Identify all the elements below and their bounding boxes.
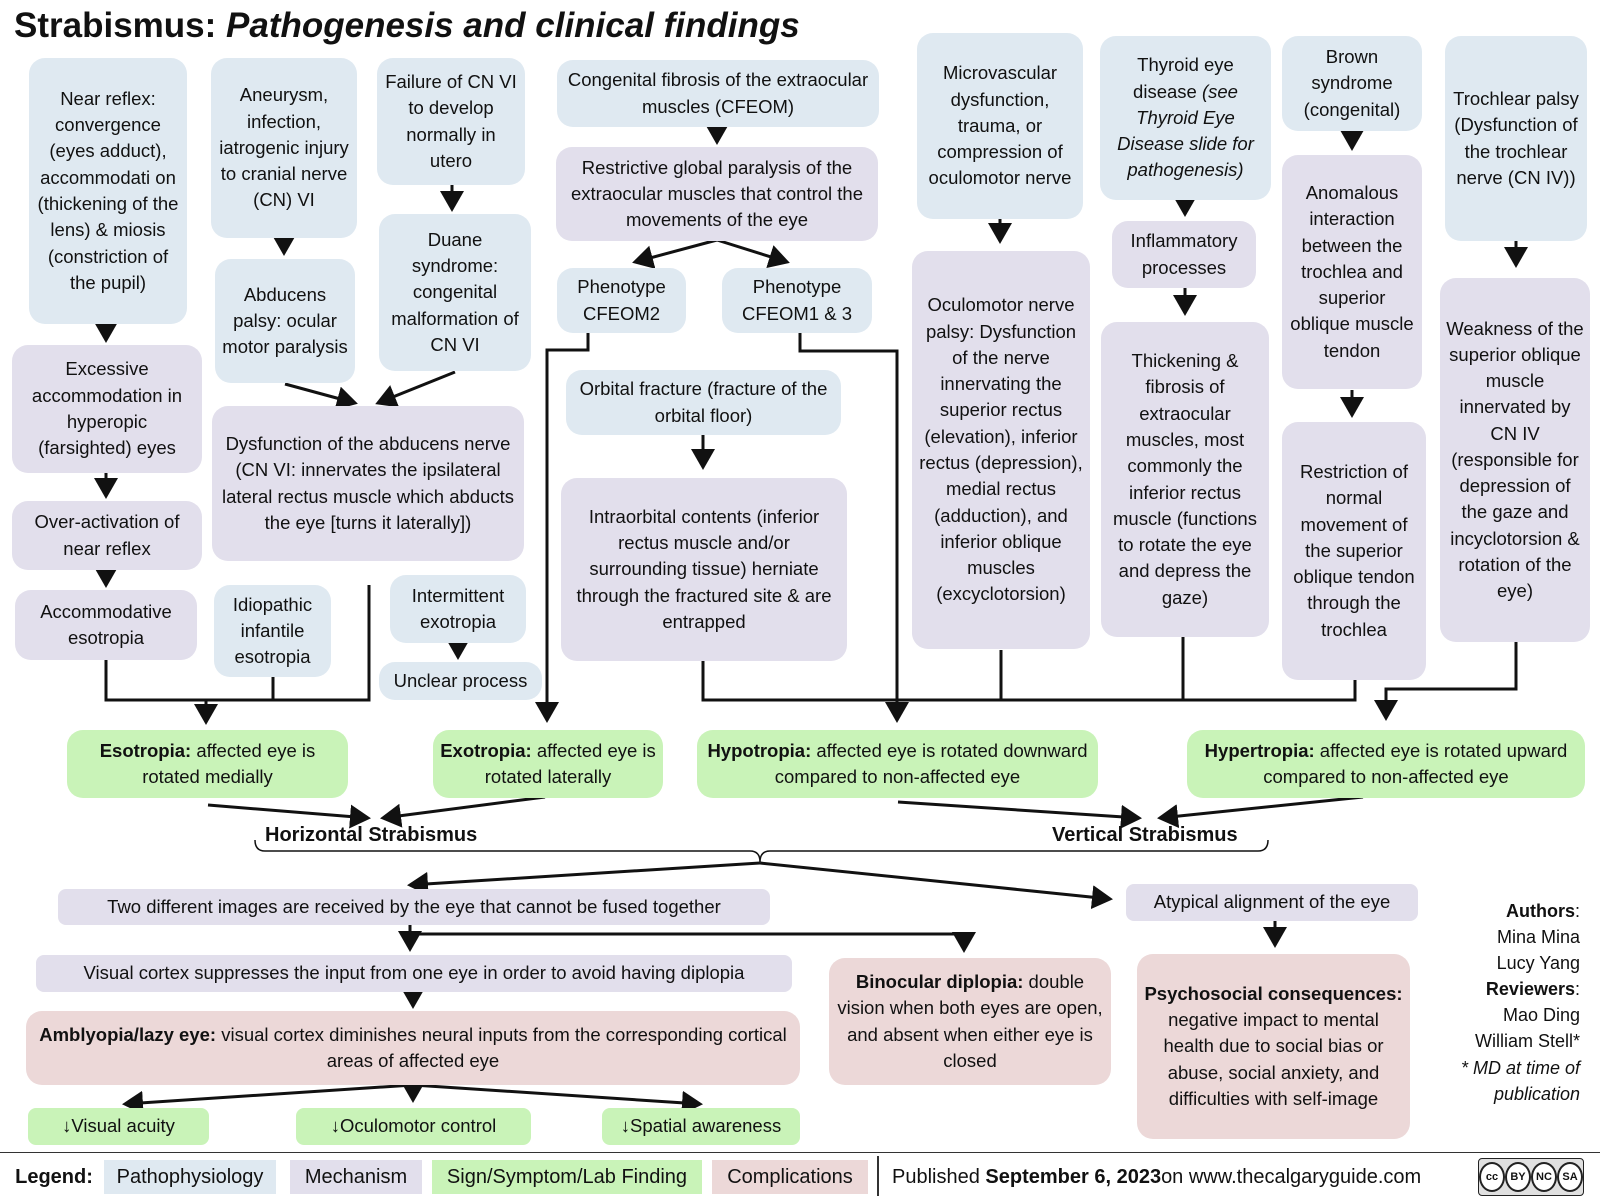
inflammatory-processes-box: Inflammatory processes [1112, 221, 1256, 288]
oculomotor-palsy-box: Oculomotor nerve palsy: Dysfunction of t… [912, 251, 1090, 649]
legend-label: Legend: [15, 1165, 93, 1188]
spatial-awareness-box: ↓Spatial awareness [602, 1108, 800, 1145]
published-info: Published September 6, 2023 on www.theca… [892, 1165, 1422, 1188]
restriction-movement-box: Restriction of normal movement of the su… [1282, 422, 1426, 680]
legend-pathophysiology: Pathophysiology [104, 1160, 276, 1194]
authors-block: Authors: Mina Mina Lucy Yang Reviewers: … [1460, 901, 1580, 1104]
microvascular-box: Microvascular dysfunction, trauma, or co… [917, 33, 1083, 219]
brown-syndrome-box: Brown syndrome (congenital) [1282, 36, 1422, 131]
horizontal-strabismus-header: Horizontal Strabismus [265, 824, 478, 846]
failure-cn6-box: Failure of CN VI to develop normally in … [377, 58, 525, 185]
accommodative-esotropia-box: Accommodative esotropia [15, 590, 197, 660]
anomalous-interaction-box: Anomalous interaction between the trochl… [1282, 155, 1422, 389]
amblyopia-box: Amblyopia/lazy eye: visual cortex dimini… [26, 1011, 800, 1085]
legend-bar [0, 1152, 1600, 1201]
two-images-box: Two different images are received by the… [58, 889, 770, 925]
near-reflex-box: Near reflex: convergence (eyes adduct), … [29, 58, 187, 324]
atypical-alignment-box: Atypical alignment of the eye [1126, 884, 1418, 921]
intraorbital-herniation-box: Intraorbital contents (inferior rectus m… [561, 478, 847, 661]
exotropia-box: Exotropia: affected eye is rotated later… [433, 730, 663, 798]
thickening-fibrosis-box: Thickening & fibrosis of extraocular mus… [1101, 322, 1269, 637]
esotropia-box: Esotropia: affected eye is rotated media… [67, 730, 348, 798]
visual-cortex-suppression-box: Visual cortex suppresses the input from … [36, 955, 792, 992]
over-activation-box: Over-activation of near reflex [12, 501, 202, 570]
visual-acuity-box: ↓Visual acuity [28, 1108, 209, 1145]
oculomotor-control-box: ↓Oculomotor control [296, 1108, 531, 1145]
page-title: Strabismus: Pathogenesis and clinical fi… [14, 6, 800, 45]
psychosocial-consequences-box: Psychosocial consequences: negative impa… [1137, 954, 1410, 1139]
legend-sign-symptom: Sign/Symptom/Lab Finding [432, 1160, 702, 1194]
orbital-fracture-box: Orbital fracture (fracture of the orbita… [566, 370, 841, 435]
abducens-palsy-box: Abducens palsy: ocular motor paralysis [215, 259, 355, 383]
intermittent-exotropia-box: Intermittent exotropia [390, 575, 526, 643]
weakness-superior-oblique-box: Weakness of the superior oblique muscle … [1440, 278, 1590, 642]
binocular-diplopia-box: Binocular diplopia: double vision when b… [829, 958, 1111, 1085]
legend-divider [877, 1156, 879, 1196]
phenotype-cfeom2-box: Phenotype CFEOM2 [557, 268, 686, 333]
trochlear-palsy-box: Trochlear palsy (Dysfunction of the troc… [1445, 36, 1587, 241]
cfeom-box: Congenital fibrosis of the extraocular m… [557, 60, 879, 127]
aneurysm-box: Aneurysm, infection, iatrogenic injury t… [211, 58, 357, 238]
vertical-strabismus-header: Vertical Strabismus [1052, 824, 1238, 846]
abducens-dysfunction-box: Dysfunction of the abducens nerve (CN VI… [212, 406, 524, 561]
idiopathic-esotropia-box: Idiopathic infantile esotropia [214, 585, 331, 677]
phenotype-cfeom13-box: Phenotype CFEOM1 & 3 [722, 268, 872, 333]
legend-mechanism: Mechanism [290, 1160, 422, 1194]
hypotropia-box: Hypotropia: affected eye is rotated down… [697, 730, 1098, 798]
restrictive-paralysis-box: Restrictive global paralysis of the extr… [556, 147, 878, 241]
excessive-accommodation-box: Excessive accommodation in hyperopic (fa… [12, 345, 202, 473]
duane-syndrome-box: Duane syndrome: congenital malformation … [379, 214, 531, 371]
unclear-process-box: Unclear process [379, 662, 542, 700]
thyroid-eye-disease-box: Thyroid eye disease (see Thyroid Eye Dis… [1100, 36, 1271, 200]
legend-complications: Complications [712, 1160, 868, 1194]
hypertropia-box: Hypertropia: affected eye is rotated upw… [1187, 730, 1585, 798]
